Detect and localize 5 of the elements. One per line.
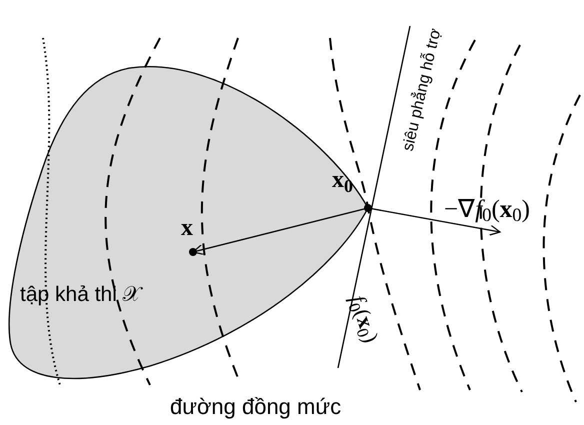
caption-label: đường đồng mức	[170, 396, 342, 418]
point-label: x	[181, 216, 193, 240]
region-label: tập khả thi 𝒳	[20, 284, 141, 305]
hyperplane-label: siêu phẳng hỗ trợ	[400, 27, 444, 153]
gradient-label: −∇f$_{0}$(x$_{0}$)	[444, 196, 530, 222]
